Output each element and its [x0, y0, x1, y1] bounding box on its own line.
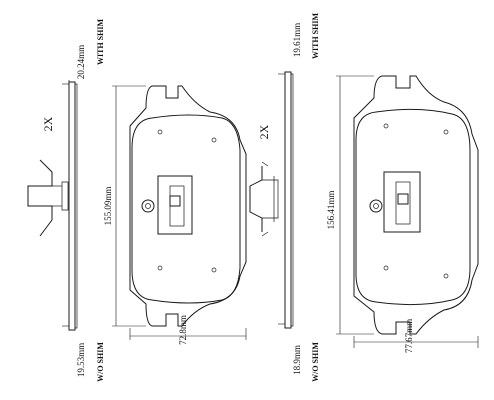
right-quantity: 2X	[257, 124, 271, 139]
left-quantity: 2X	[41, 116, 55, 131]
left-pad-front-view	[129, 85, 247, 327]
left-length-dimension: 155.09mm	[103, 187, 113, 226]
right-pad-group: 19.61mm WITH SHIM 18.9mm W/O SHIM 2X	[249, 13, 479, 382]
right-length-dimension: 156.41mm	[326, 191, 336, 230]
left-height-dimension: 72.8mm	[178, 315, 188, 345]
right-clip-spring	[249, 161, 279, 237]
left-without-shim-label: W/O SHIM	[96, 342, 105, 382]
right-with-shim-thickness: 19.61mm	[292, 23, 302, 57]
left-pad-group: 20.24mm WITH SHIM 19.53mm W/O SHIM 2X	[27, 19, 247, 382]
right-without-shim-thickness: 18.9mm	[292, 345, 302, 375]
right-without-shim-label: W/O SHIM	[311, 342, 320, 382]
left-with-shim-thickness: 20.24mm	[76, 45, 86, 79]
left-clip-spring	[27, 159, 69, 237]
right-pad-front-view	[353, 75, 479, 335]
right-height-dimension: 77.67mm	[404, 319, 414, 353]
left-pad-side-view	[62, 80, 78, 331]
right-dimensions: 156.41mm 77.67mm	[326, 75, 479, 353]
left-dimensions: 155.09mm 72.8mm	[103, 85, 247, 345]
left-without-shim-thickness: 19.53mm	[76, 343, 86, 377]
left-with-shim-label: WITH SHIM	[96, 19, 105, 65]
right-pad-side-view	[278, 71, 294, 329]
right-with-shim-label: WITH SHIM	[311, 13, 320, 59]
